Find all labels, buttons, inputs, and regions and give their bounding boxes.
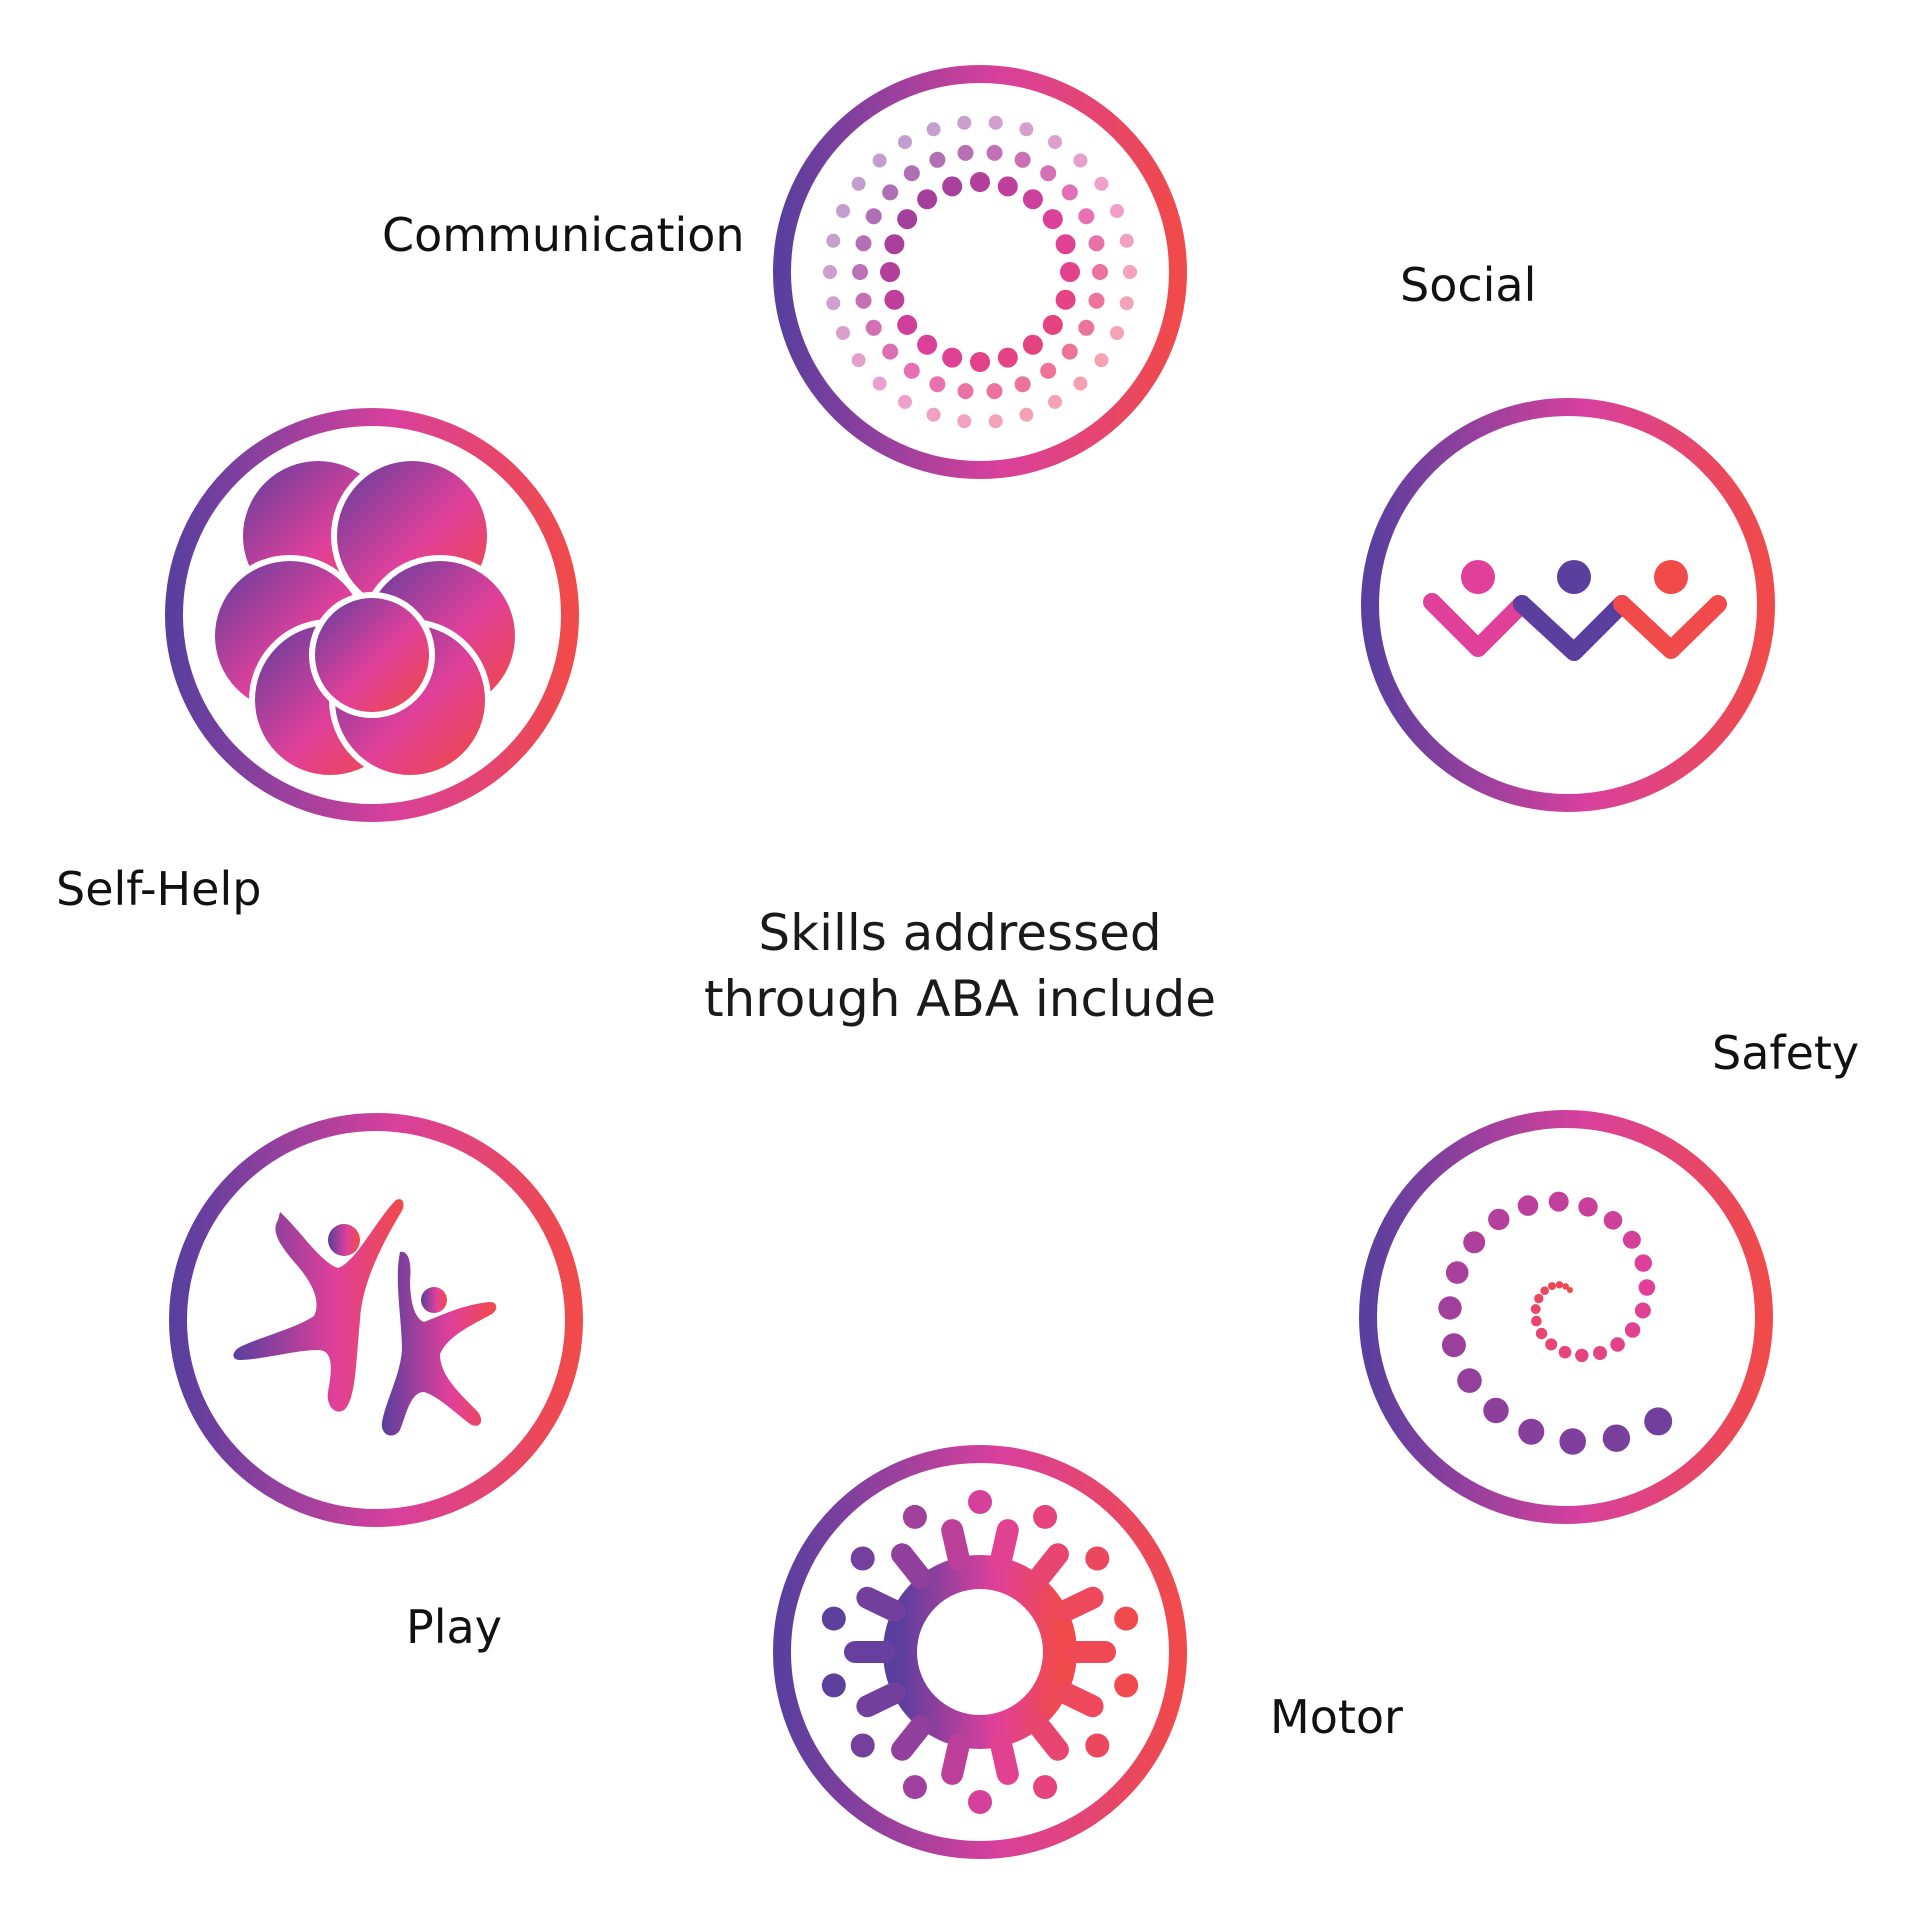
- overlapping-circles-icon: [209, 455, 521, 781]
- communication-badge: [773, 65, 1187, 479]
- jumping-figures-icon: [233, 1199, 497, 1436]
- social-ring: [1361, 398, 1775, 812]
- motor-badge: [773, 1445, 1187, 1859]
- skill-label-motor: Motor: [1270, 1690, 1403, 1744]
- spiral-dots-icon: [1438, 1191, 1673, 1455]
- skill-label-communication: Communication: [382, 208, 745, 262]
- social-badge: [1361, 398, 1775, 812]
- sun-people-icon: [821, 1490, 1139, 1814]
- skill-label-safety: Safety: [1712, 1026, 1860, 1080]
- safety-ring: [1359, 1110, 1773, 1524]
- play-ring: [169, 1113, 583, 1527]
- diagram-title: Skills addressed through ABA include: [560, 900, 1360, 1032]
- title-line-1: Skills addressed: [758, 904, 1162, 962]
- skill-label-self-help: Self-Help: [56, 862, 262, 916]
- title-line-2: through ABA include: [703, 970, 1217, 1028]
- dotted-rings-icon: [823, 115, 1137, 429]
- zigzag-people-icon: [1423, 560, 1727, 661]
- play-badge: [169, 1113, 583, 1527]
- skill-label-social: Social: [1400, 258, 1537, 312]
- safety-badge: [1359, 1110, 1773, 1524]
- self-help-ring: [165, 408, 579, 822]
- communication-ring: [773, 65, 1187, 479]
- motor-ring: [773, 1445, 1187, 1859]
- self-help-badge: [165, 408, 579, 822]
- skill-label-play: Play: [406, 1600, 502, 1654]
